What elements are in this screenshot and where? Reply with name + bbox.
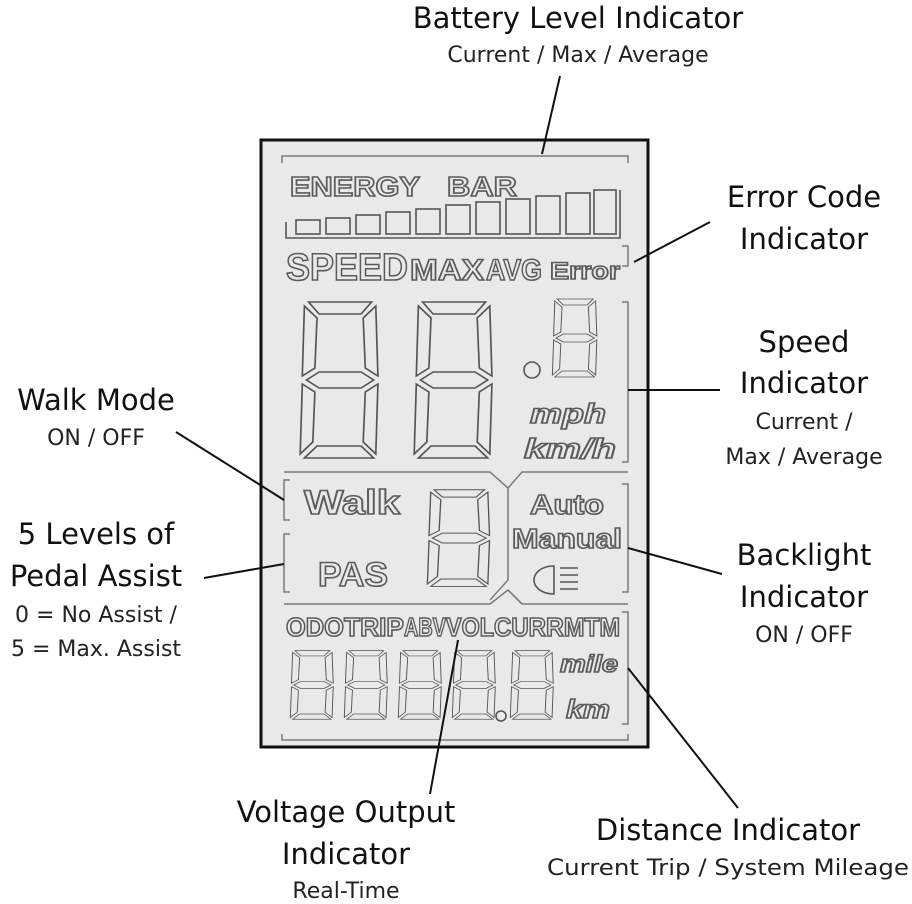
mile-label: mile (560, 651, 618, 678)
odo-label: ODO (286, 612, 344, 642)
rmtm-label: RMTM (546, 612, 620, 642)
lcd-frame (259, 138, 650, 749)
leader-pas (203, 563, 285, 579)
lcd-screen: ENERGY BAR SPEED MAX AVG Error (259, 138, 650, 749)
odometer-digits (289, 650, 554, 722)
speed-decimal-dot (523, 361, 541, 379)
energy-bar-segments (285, 189, 621, 239)
speed-sub-1: Current / (755, 410, 853, 435)
mode-labels-row: ODO TRIP ABV VOL CUR RMTM (285, 611, 621, 643)
avg-label: AVG (486, 254, 542, 287)
annotation-speed: Speed Indicator Current / Max / Average (725, 325, 882, 470)
manual-label: Manual (512, 523, 622, 554)
annotation-pas: 5 Levels of Pedal Assist 0 = No Assist /… (10, 517, 182, 662)
odometer-decimal-dot (495, 710, 507, 722)
km-label: km (566, 694, 610, 724)
pas-sub-1: 0 = No Assist / (15, 603, 177, 628)
annotation-battery: Battery Level Indicator Current / Max / … (413, 1, 744, 68)
leader-error (633, 221, 711, 263)
bar-label: BAR (447, 171, 517, 202)
walk-title: Walk Mode (17, 383, 175, 417)
voltage-sub: Real-Time (292, 879, 399, 904)
annotation-error: Error Code Indicator (727, 180, 881, 256)
pas-sub-2: 5 = Max. Assist (11, 637, 181, 662)
battery-title: Battery Level Indicator (413, 1, 744, 35)
auto-label: Auto (530, 489, 604, 520)
backlight-sub: ON / OFF (755, 623, 853, 648)
max-label: MAX (410, 254, 484, 287)
leader-walk (175, 431, 285, 501)
distance-title: Distance Indicator (596, 813, 860, 847)
distance-sub: Current Trip / System Mileage (547, 856, 909, 881)
annotation-walk: Walk Mode ON / OFF (17, 383, 175, 451)
abv-label: ABV (404, 612, 446, 642)
pas-title-2: Pedal Assist (10, 559, 182, 593)
trip-label: TRIP (344, 612, 404, 642)
speed-sub-2: Max / Average (725, 445, 882, 470)
mph-label: mph (530, 398, 606, 429)
backlight-title-1: Backlight (737, 538, 872, 572)
energy-label: ENERGY (290, 171, 420, 202)
speed-label: SPEED (286, 247, 408, 289)
voltage-title-1: Voltage Output (237, 795, 456, 829)
error-label: Error (550, 258, 620, 285)
annotation-backlight: Backlight Indicator ON / OFF (737, 538, 872, 648)
kmh-label: km/h (524, 433, 616, 464)
walk-label: Walk (304, 484, 400, 522)
voltage-title-2: Indicator (282, 837, 410, 871)
annotation-voltage: Voltage Output Indicator Real-Time (237, 795, 456, 904)
error-title-2: Indicator (740, 222, 868, 256)
error-title-1: Error Code (727, 180, 881, 214)
speed-title-1: Speed (759, 325, 850, 359)
pas-title-1: 5 Levels of (18, 517, 175, 551)
backlight-title-2: Indicator (740, 580, 868, 614)
cur-label: CUR (494, 612, 546, 642)
walk-sub: ON / OFF (47, 426, 145, 451)
leader-battery (541, 75, 561, 155)
leader-voltage (429, 639, 459, 795)
pas-label: PAS (318, 556, 388, 594)
speed-title-2: Indicator (740, 366, 868, 400)
leader-backlight (627, 547, 723, 575)
annotation-distance: Distance Indicator Current Trip / System… (547, 813, 909, 881)
vol-label: VOL (446, 612, 494, 642)
headlight-icon (533, 565, 578, 595)
battery-sub: Current / Max / Average (447, 43, 708, 68)
leader-lines (175, 75, 739, 809)
leader-distance (627, 667, 739, 809)
